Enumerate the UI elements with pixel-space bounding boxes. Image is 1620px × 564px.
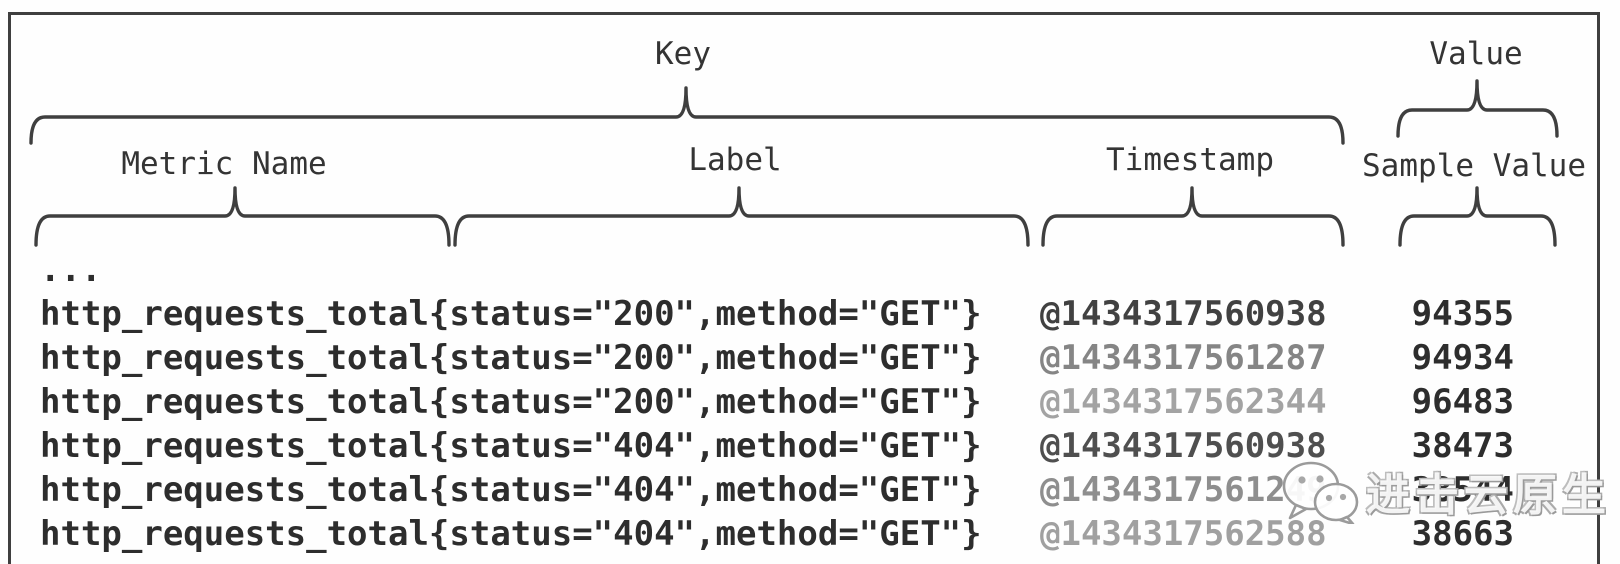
series-key: http_requests_total{status="200",method=… bbox=[40, 338, 982, 378]
timestamp-brace bbox=[1041, 186, 1345, 247]
sample-value-label: Sample Value bbox=[1362, 148, 1586, 184]
table-row: http_requests_total{status="200",method=… bbox=[40, 336, 1590, 380]
series-key: http_requests_total{status="404",method=… bbox=[40, 514, 982, 554]
timestamp-value: @1434317562344 bbox=[1040, 382, 1327, 422]
timestamp-value: @1434317561287 bbox=[1040, 338, 1327, 378]
table-row: http_requests_total{status="404",method=… bbox=[40, 468, 1590, 512]
timestamp-value: @1434317561249 bbox=[1040, 470, 1327, 510]
label-label: Label bbox=[688, 142, 782, 178]
watermark: 进击云原生 bbox=[1280, 458, 1611, 524]
sample-value: 94934 bbox=[1411, 338, 1514, 378]
timestamp-value: @1434317560938 bbox=[1040, 294, 1327, 334]
wechat-logo-icon bbox=[1282, 461, 1359, 524]
value-group-label: Value bbox=[1429, 36, 1523, 72]
sample-value: 38473 bbox=[1411, 426, 1514, 466]
watermark-text: 进击云原生 bbox=[1366, 470, 1611, 521]
value-brace bbox=[1396, 79, 1559, 138]
table-row: ... bbox=[40, 248, 1590, 292]
table-row: http_requests_total{status="404",method=… bbox=[40, 512, 1590, 556]
metric-name-brace bbox=[34, 186, 451, 247]
table-row: http_requests_total{status="200",method=… bbox=[40, 380, 1590, 424]
timestamp-value: @1434317562588 bbox=[1040, 514, 1327, 554]
timestamp-value: @1434317560938 bbox=[1040, 426, 1327, 466]
series-key: http_requests_total{status="404",method=… bbox=[40, 426, 982, 466]
label-brace bbox=[453, 186, 1030, 247]
series-key: http_requests_total{status="200",method=… bbox=[40, 382, 982, 422]
sample-value: 38663 bbox=[1411, 514, 1514, 554]
timestamp-label: Timestamp bbox=[1106, 142, 1274, 178]
series-key: http_requests_total{status="200",method=… bbox=[40, 294, 982, 334]
metric-name-label: Metric Name bbox=[121, 146, 327, 182]
sample-value-brace bbox=[1398, 186, 1557, 247]
table-row: http_requests_total{status="200",method=… bbox=[40, 292, 1590, 336]
key-brace bbox=[29, 86, 1345, 145]
diagram-frame bbox=[8, 12, 1600, 564]
sample-value: 94355 bbox=[1411, 294, 1514, 334]
sample-value: 38544 bbox=[1411, 470, 1514, 510]
series-ellipsis: ... bbox=[40, 250, 102, 290]
sample-value: 96483 bbox=[1411, 382, 1514, 422]
table-row: http_requests_total{status="404",method=… bbox=[40, 424, 1590, 468]
key-group-label: Key bbox=[655, 36, 711, 72]
series-key: http_requests_total{status="404",method=… bbox=[40, 470, 982, 510]
sample-rows: ... http_requests_total{status="200",met… bbox=[40, 248, 1590, 556]
